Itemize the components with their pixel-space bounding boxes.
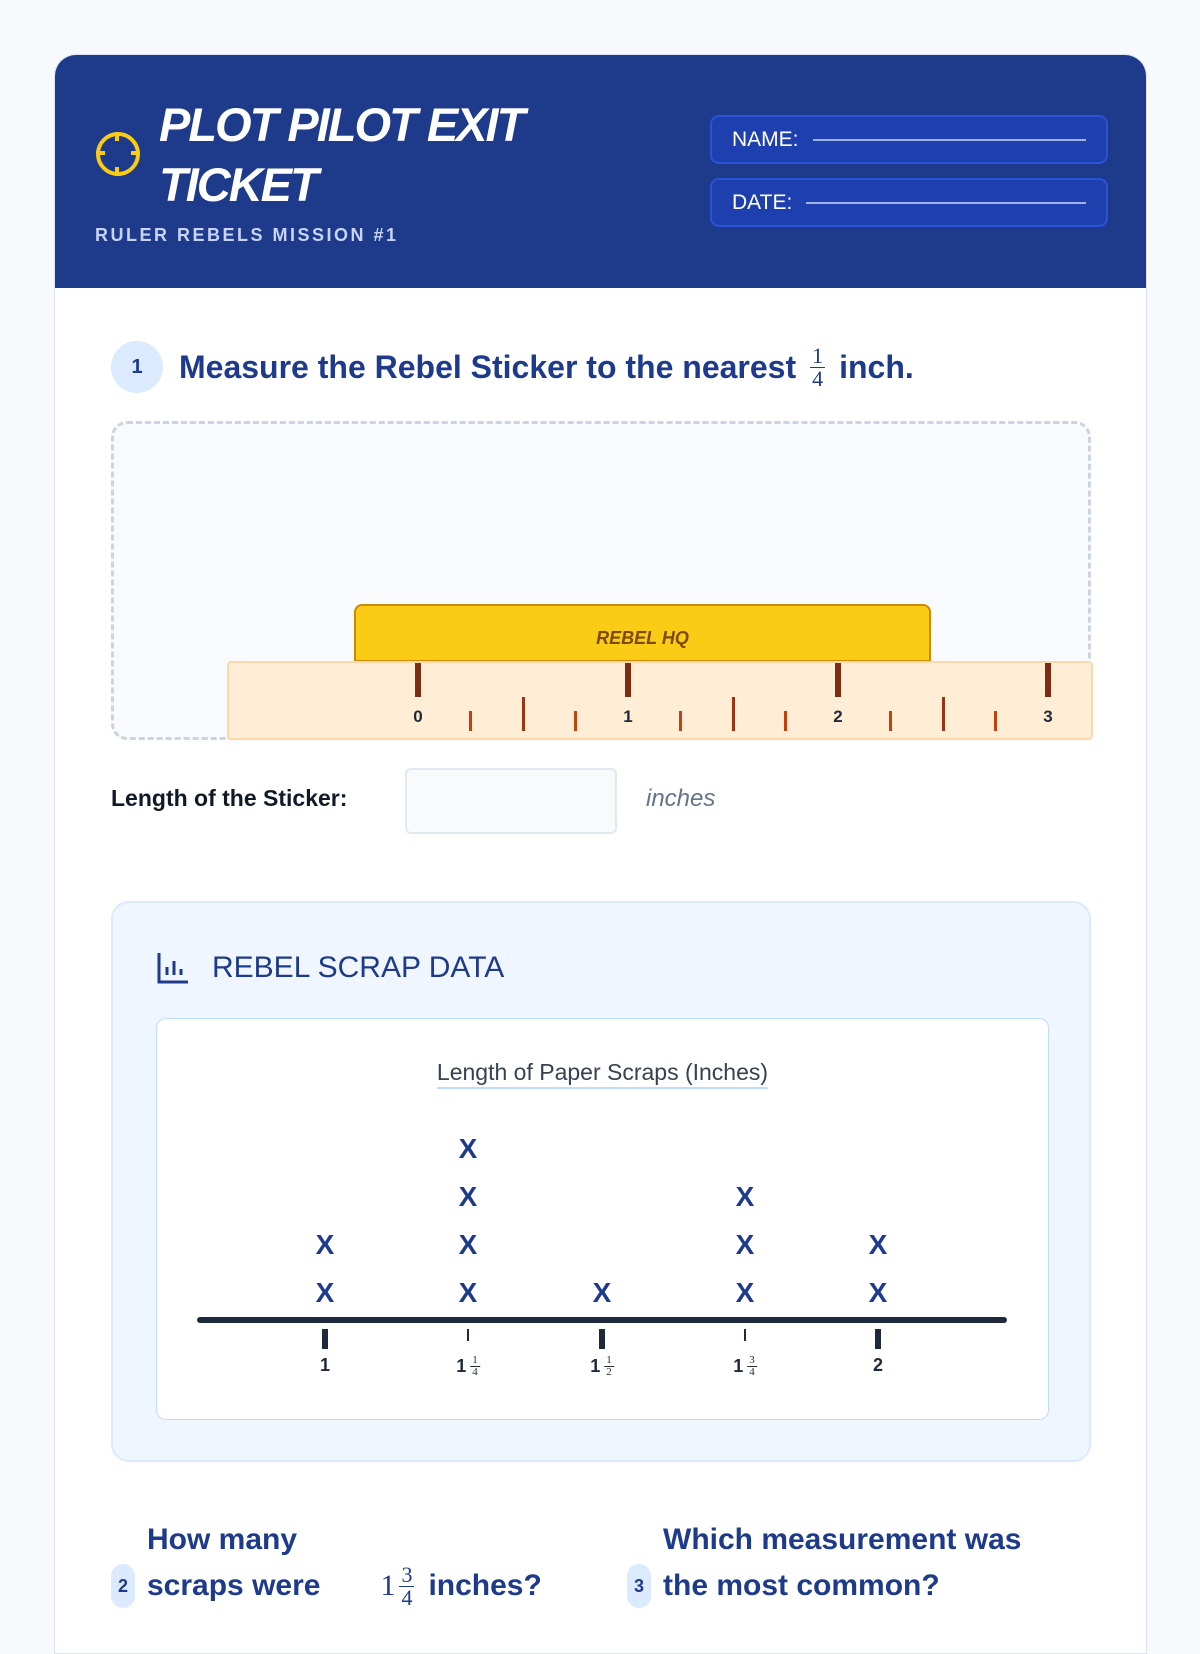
section-title: REBEL SCRAP DATA (212, 951, 505, 984)
subtitle: RULER REBELS MISSION #1 (95, 225, 399, 245)
quarter-inch-tick (679, 711, 682, 731)
name-field[interactable]: NAME: (710, 115, 1108, 164)
section-header: REBEL SCRAP DATA (156, 951, 504, 985)
inch-tick (415, 663, 421, 697)
ruler-label: 1 (623, 707, 633, 726)
question-number-badge: 3 (627, 1564, 651, 1608)
name-line (812, 138, 1086, 141)
rebel-sticker: REBEL HQ (354, 604, 931, 662)
chart-title: Length of Paper Scraps (Inches) (157, 1059, 1048, 1089)
axis-tick (744, 1329, 746, 1341)
crosshair-icon (96, 132, 140, 176)
header: PLOT PILOT EXIT TICKET RULER REBELS MISS… (55, 55, 1146, 288)
date-line (806, 201, 1086, 204)
scrap-data-section: REBEL SCRAP DATA Length of Paper Scraps … (111, 901, 1091, 1462)
data-point-x: X (868, 1277, 888, 1308)
half-inch-tick (521, 697, 525, 731)
data-point-x: X (592, 1277, 612, 1308)
axis-tick (322, 1329, 328, 1349)
sticker-length-input[interactable] (405, 768, 617, 834)
data-point-x: X (458, 1277, 478, 1308)
data-point-x: X (315, 1229, 335, 1260)
half-inch-tick (941, 697, 945, 731)
quarter-inch-tick (574, 711, 577, 731)
ruler: 0 1 2 3 (227, 661, 1093, 740)
quarter-inch-tick (469, 711, 472, 731)
inch-tick (835, 663, 841, 697)
ruler-label: 2 (833, 707, 843, 726)
question-text: Measure the Rebel Sticker to the nearest (179, 348, 797, 385)
data-point-x: X (458, 1181, 478, 1212)
answer-unit: inches (646, 785, 716, 812)
number-line (197, 1317, 1007, 1323)
question-3-text-a: Which measurement was (663, 1523, 1022, 1556)
inch-tick (625, 663, 631, 697)
axis-label: 1 (319, 1355, 331, 1375)
ruler-label: 3 (1043, 707, 1053, 726)
measurement-area: REBEL HQ 0 1 2 3 (111, 421, 1093, 740)
name-label: NAME: (732, 127, 799, 151)
page-title: PLOT PILOT EXIT TICKET (159, 98, 525, 211)
quarter-inch-tick (784, 711, 787, 731)
quarter-inch-tick (889, 711, 892, 731)
data-point-x: X (315, 1277, 335, 1308)
axis-label: 2 (872, 1355, 884, 1375)
question-3: 3 Which measurement was the most common? (627, 1517, 1021, 1609)
bar-chart-icon (157, 953, 188, 984)
question-unit: inch. (839, 348, 914, 385)
axis-tick (599, 1329, 605, 1349)
question-number-badge: 1 (111, 341, 163, 393)
ruler-label: 0 (413, 707, 423, 726)
question-2-text-a: How many (147, 1523, 298, 1556)
question-3-text-b: the most common? (663, 1569, 940, 1602)
date-field[interactable]: DATE: (710, 178, 1108, 227)
data-point-x: X (458, 1229, 478, 1260)
quarter-inch-tick (994, 711, 997, 731)
inch-tick (1045, 663, 1051, 697)
half-inch-tick (731, 697, 735, 731)
data-point-x: X (735, 1181, 755, 1212)
question-number-badge: 2 (111, 1564, 135, 1608)
question-2-text-c: inches? (428, 1569, 542, 1602)
exit-ticket-card: PLOT PILOT EXIT TICKET RULER REBELS MISS… (54, 54, 1147, 1654)
question-2-text-b: scraps were (147, 1569, 321, 1602)
data-point-x: X (735, 1229, 755, 1260)
date-label: DATE: (732, 190, 793, 214)
mixed-number-whole: 1 (380, 1569, 396, 1602)
question-1: 1 Measure the Rebel Sticker to the neare… (111, 341, 914, 393)
axis-tick (875, 1329, 881, 1349)
data-point-x: X (868, 1229, 888, 1260)
data-point-x: X (735, 1277, 755, 1308)
answer-label: Length of the Sticker: (111, 785, 348, 811)
data-point-x: X (458, 1133, 478, 1164)
axis-tick (467, 1329, 469, 1341)
